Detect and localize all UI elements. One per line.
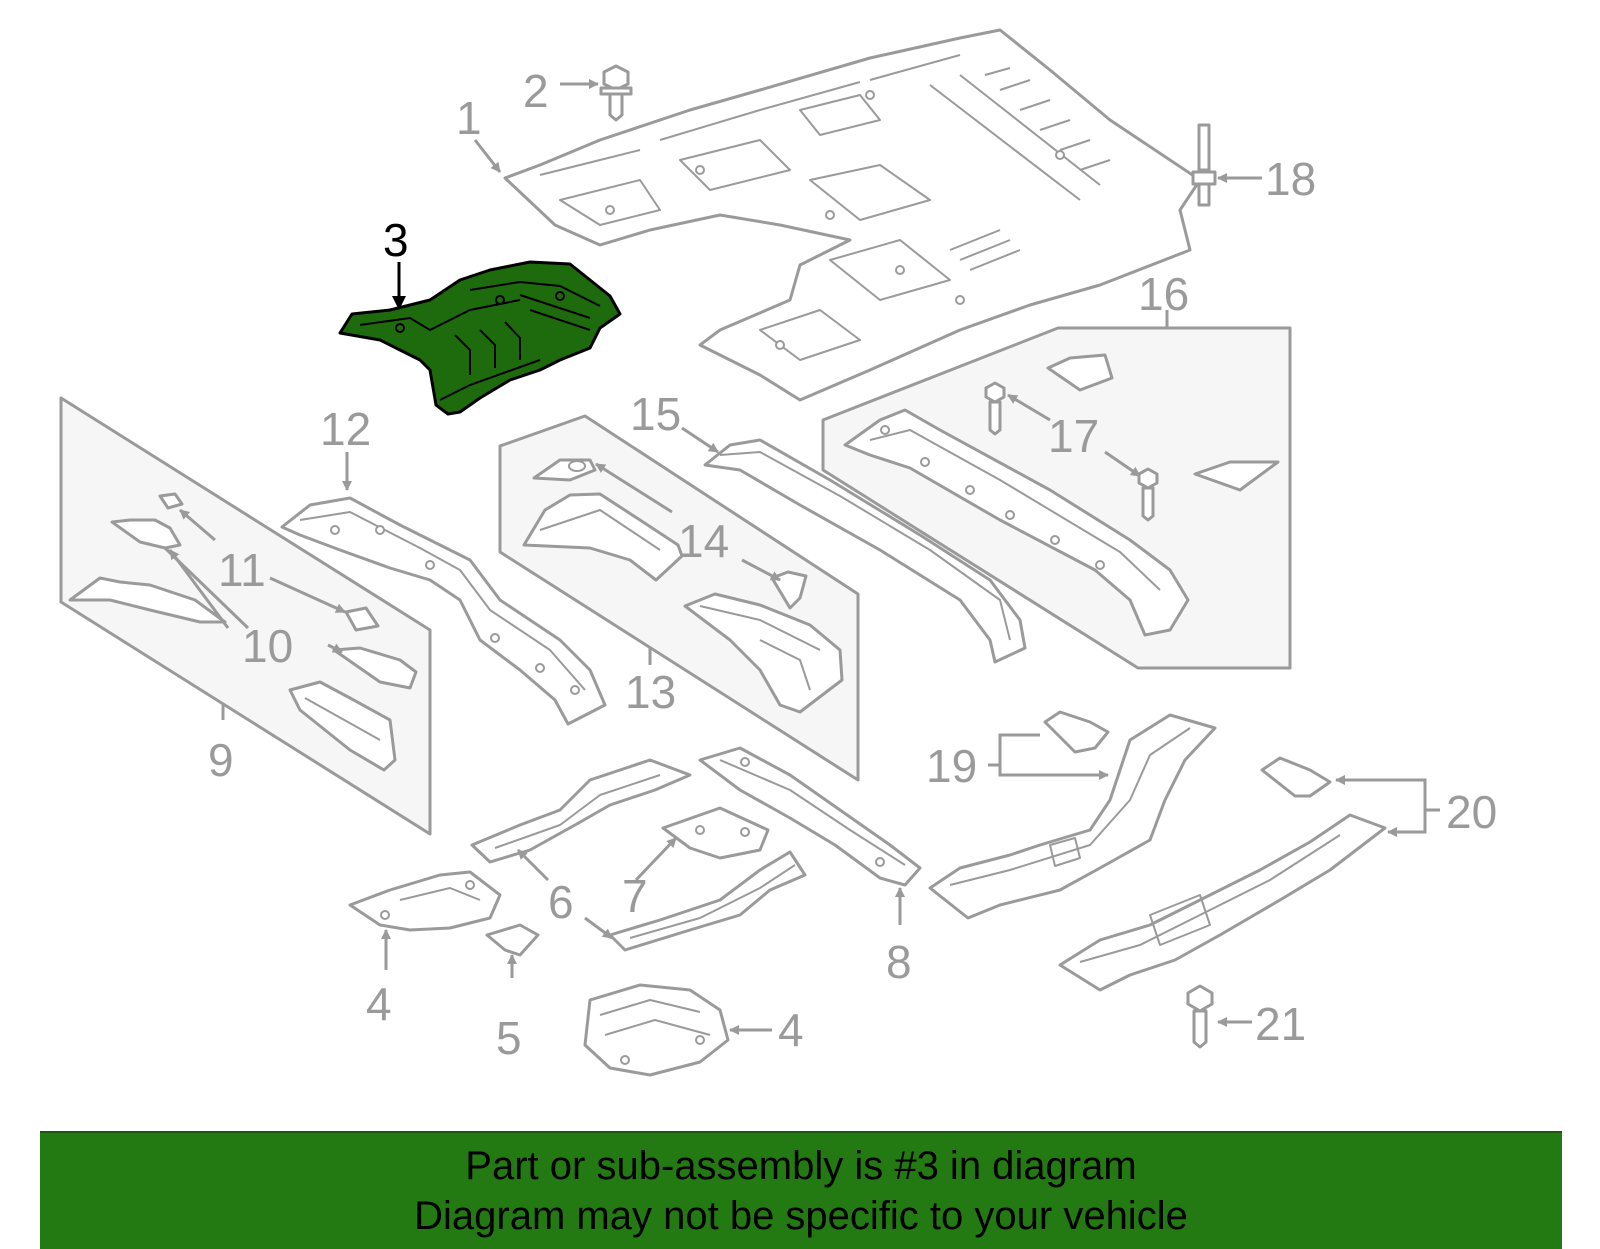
callout-21: 21	[1255, 998, 1306, 1050]
callout-6: 6	[548, 876, 574, 928]
parts-diagram: 1 2 3 18 16 12 15 17 14 11 10 13 9 19 20…	[59, 28, 1497, 1077]
callout-20: 20	[1446, 786, 1497, 838]
stud-part-18	[1191, 123, 1217, 207]
callout-12: 12	[320, 403, 371, 455]
callout-10: 10	[242, 620, 293, 672]
rail-part-15	[703, 438, 1027, 664]
callout-16: 16	[1138, 268, 1189, 320]
info-banner: Part or sub-assembly is #3 in diagram Di…	[40, 1131, 1562, 1249]
callout-14: 14	[678, 515, 729, 567]
highlighted-part-3	[338, 260, 622, 416]
panel-group-16	[821, 326, 1292, 670]
callout-9: 9	[208, 734, 234, 786]
callout-8: 8	[886, 936, 912, 988]
bracket-part-4	[348, 870, 730, 1077]
callout-18: 18	[1265, 153, 1316, 205]
panel-group-9	[59, 396, 432, 836]
bracket-part-7	[661, 806, 770, 860]
banner-line-2: Diagram may not be specific to your vehi…	[414, 1194, 1188, 1238]
callout-labels: 1 2 3 18 16 12 15 17 14 11 10 13 9 19 20…	[208, 65, 1497, 1064]
bolt-part-2	[599, 64, 633, 122]
callout-11: 11	[218, 544, 266, 596]
callout-1: 1	[456, 92, 482, 144]
callout-15: 15	[630, 388, 681, 440]
rail-part-12	[280, 496, 607, 726]
callout-3: 3	[383, 214, 409, 266]
callout-7: 7	[622, 870, 648, 922]
panel-group-13	[498, 414, 860, 782]
bolt-part-21	[1186, 984, 1214, 1049]
callout-17: 17	[1048, 410, 1099, 462]
rail-part-8	[698, 746, 922, 887]
callout-5: 5	[496, 1012, 522, 1064]
rail-part-20	[1058, 756, 1387, 992]
floor-pan-part-1	[503, 28, 1202, 402]
callout-4a: 4	[366, 978, 392, 1030]
callout-4b: 4	[778, 1004, 804, 1056]
banner-line-1: Part or sub-assembly is #3 in diagram	[465, 1144, 1137, 1188]
callout-2: 2	[523, 65, 549, 117]
leader-lines	[163, 79, 1440, 1035]
rail-part-19	[928, 710, 1217, 920]
bracket-part-5	[485, 923, 540, 957]
callout-19: 19	[926, 740, 977, 792]
callout-13: 13	[625, 666, 676, 718]
